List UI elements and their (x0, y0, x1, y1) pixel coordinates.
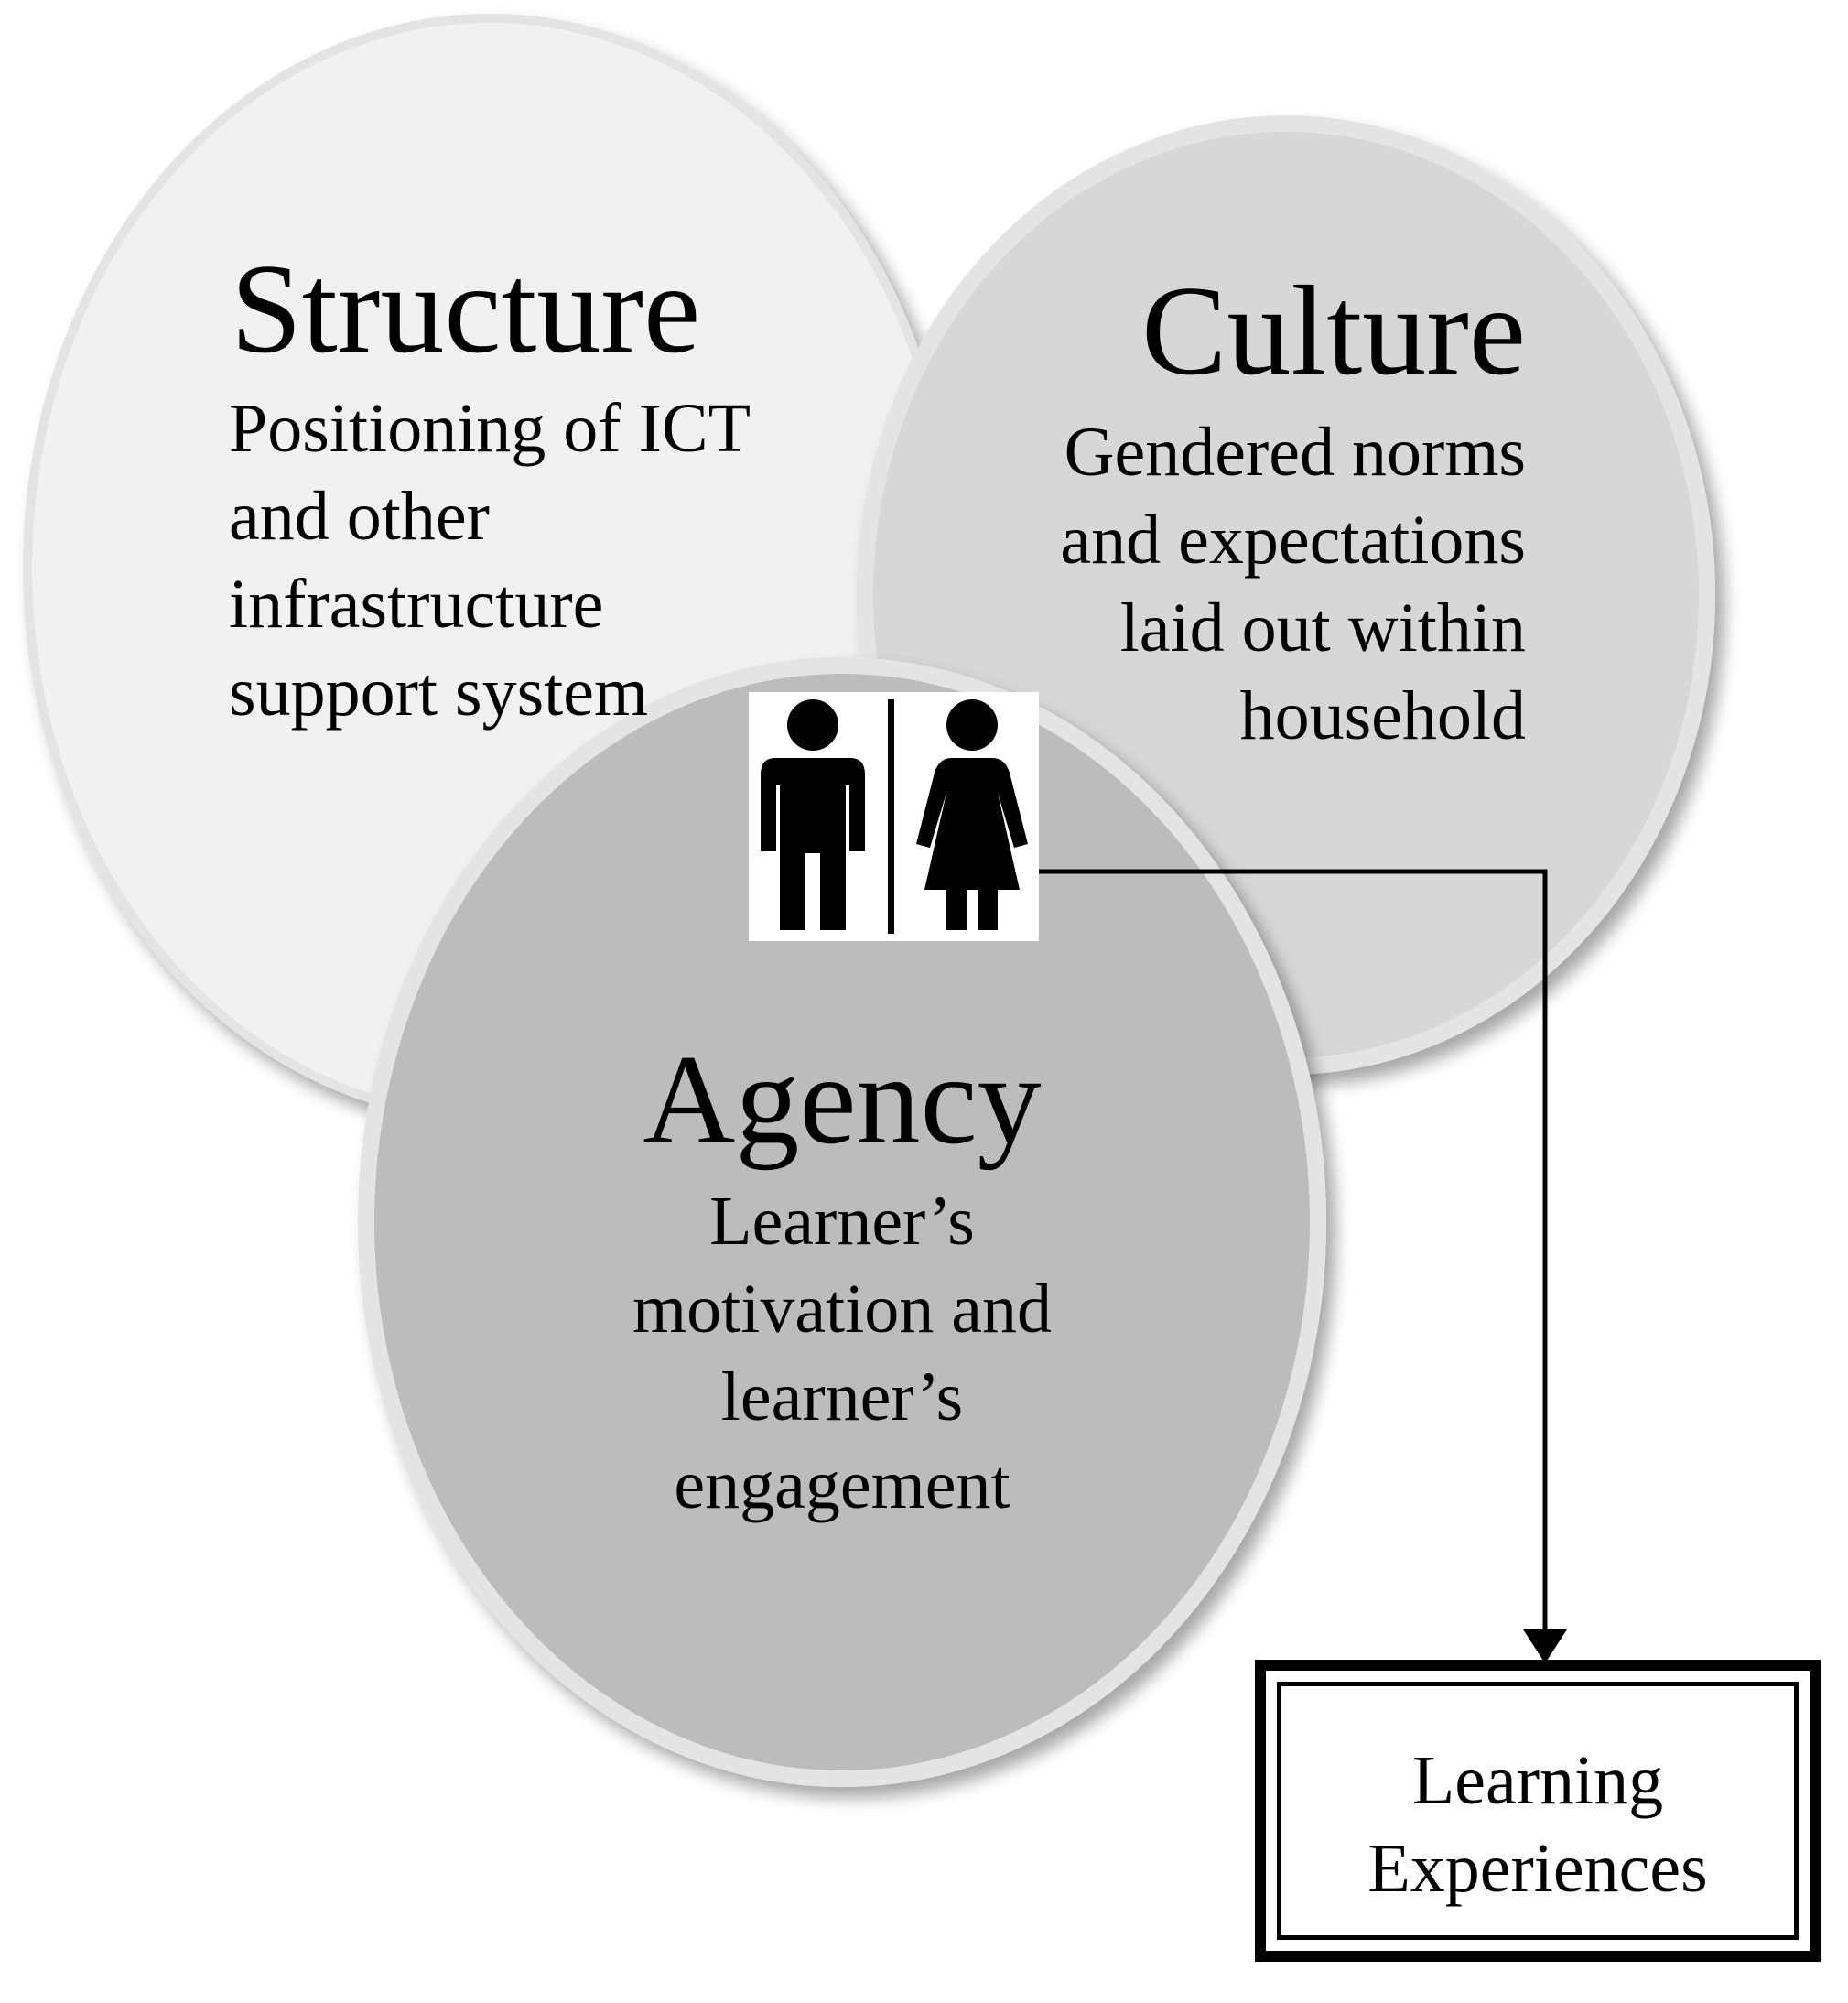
agency-line: learner’s (720, 1359, 964, 1435)
agency-line: engagement (674, 1446, 1010, 1523)
structure-line: and other (229, 478, 490, 555)
culture-line: household (1239, 677, 1526, 754)
outcome-line: Learning (1411, 1742, 1664, 1819)
culture-title: Culture (1141, 260, 1526, 402)
connector-arrowhead (1523, 1629, 1567, 1663)
learning-experiences-box: Learning Experiences (1255, 1660, 1821, 1962)
culture-text-block: Culture Gendered norms and expectations … (961, 267, 1526, 760)
culture-line: laid out within (1119, 590, 1526, 666)
structure-description: Positioning of ICT and other infrastruct… (229, 384, 870, 736)
structure-line: support system (229, 654, 649, 731)
agency-circle (358, 657, 1326, 1787)
man-woman-restroom-icon (749, 692, 1039, 941)
culture-line: Gendered norms (1064, 414, 1526, 491)
connector-line (1039, 869, 1548, 1631)
agency-text-block: Agency Learner’s motivation and learner’… (513, 1036, 1172, 1529)
agency-title: Agency (643, 1029, 1042, 1171)
learning-experiences-inner-border (1277, 1682, 1799, 1940)
culture-description: Gendered norms and expectations laid out… (961, 408, 1526, 760)
agency-description: Learner’s motivation and learner’s engag… (513, 1177, 1172, 1529)
culture-line: and expectations (1060, 502, 1526, 579)
outcome-line: Experiences (1367, 1830, 1708, 1907)
learning-experiences-label: Learning Experiences (1266, 1737, 1810, 1912)
agency-line: Learner’s (709, 1183, 975, 1260)
structure-text-block: Structure Positioning of ICT and other i… (229, 245, 870, 736)
structure-line: infrastructure (229, 566, 604, 643)
structure-title: Structure (231, 238, 701, 380)
agency-line: motivation and (632, 1271, 1053, 1348)
structure-line: Positioning of ICT (229, 390, 751, 467)
